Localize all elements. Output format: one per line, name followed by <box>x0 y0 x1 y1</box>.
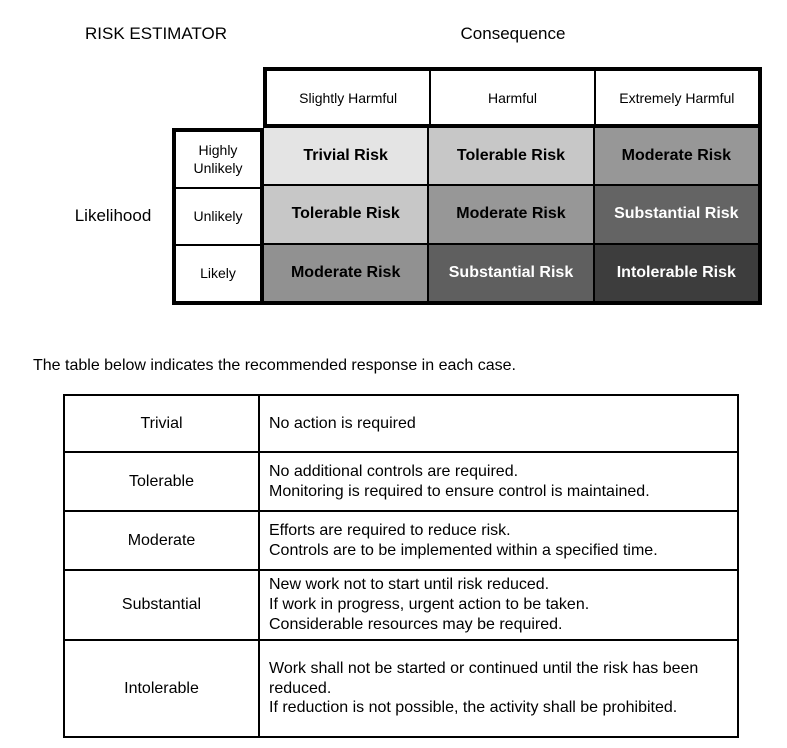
likelihood-header-highly-unlikely: Highly Unlikely <box>193 142 243 176</box>
consequence-header-slightly-harmful: Slightly Harmful <box>299 89 398 106</box>
response-level-substantial: Substantial <box>63 569 260 641</box>
table-row: Substantial New work not to start until … <box>63 569 739 641</box>
risk-cell-intolerable: Intolerable Risk <box>592 244 758 301</box>
table-row: Intolerable Work shall not be started or… <box>63 639 739 738</box>
intro-text: The table below indicates the recommende… <box>33 357 516 374</box>
likelihood-axis-label: Likelihood <box>74 206 152 225</box>
risk-cell-moderate: Moderate Risk <box>592 128 758 185</box>
response-table: Trivial No action is required Tolerable … <box>63 394 739 738</box>
response-text-trivial: No action is required <box>258 394 739 453</box>
consequence-header-row: Slightly Harmful Harmful Extremely Harmf… <box>263 67 762 128</box>
table-row: Moderate Efforts are required to reduce … <box>63 510 739 571</box>
risk-cell-moderate: Moderate Risk <box>427 186 593 243</box>
likelihood-header-unlikely: Unlikely <box>176 187 260 244</box>
risk-matrix-row-likely: Moderate Risk Substantial Risk Intolerab… <box>264 242 758 301</box>
risk-cell-moderate: Moderate Risk <box>264 244 428 301</box>
risk-cell-substantial: Substantial Risk <box>592 186 758 243</box>
risk-cell-substantial: Substantial Risk <box>427 244 593 301</box>
response-level-moderate: Moderate <box>63 510 260 571</box>
consequence-header-harmful: Harmful <box>429 71 593 124</box>
consequence-axis-label: Consequence <box>460 24 566 43</box>
response-text-moderate: Efforts are required to reduce risk. Con… <box>258 510 739 571</box>
response-level-trivial: Trivial <box>63 394 260 453</box>
response-text-intolerable: Work shall not be started or continued u… <box>258 639 739 738</box>
risk-matrix-grid: Trivial Risk Tolerable Risk Moderate Ris… <box>264 128 762 305</box>
risk-matrix-row-unlikely: Tolerable Risk Moderate Risk Substantial… <box>264 184 758 243</box>
table-row: Trivial No action is required <box>63 394 739 453</box>
response-text-tolerable: No additional controls are required. Mon… <box>258 451 739 512</box>
response-text-substantial: New work not to start until risk reduced… <box>258 569 739 641</box>
likelihood-header-column: Highly Unlikely Unlikely Likely <box>172 128 264 305</box>
risk-cell-trivial: Trivial Risk <box>264 128 428 185</box>
response-level-tolerable: Tolerable <box>63 451 260 512</box>
page-title: RISK ESTIMATOR <box>85 24 228 43</box>
likelihood-header-likely: Likely <box>176 244 260 301</box>
risk-cell-tolerable: Tolerable Risk <box>264 186 428 243</box>
table-row: Tolerable No additional controls are req… <box>63 451 739 512</box>
risk-cell-tolerable: Tolerable Risk <box>427 128 593 185</box>
risk-matrix-row-highly-unlikely: Trivial Risk Tolerable Risk Moderate Ris… <box>264 128 758 185</box>
response-level-intolerable: Intolerable <box>63 639 260 738</box>
consequence-header-extremely-harmful: Extremely Harmful <box>593 71 758 124</box>
